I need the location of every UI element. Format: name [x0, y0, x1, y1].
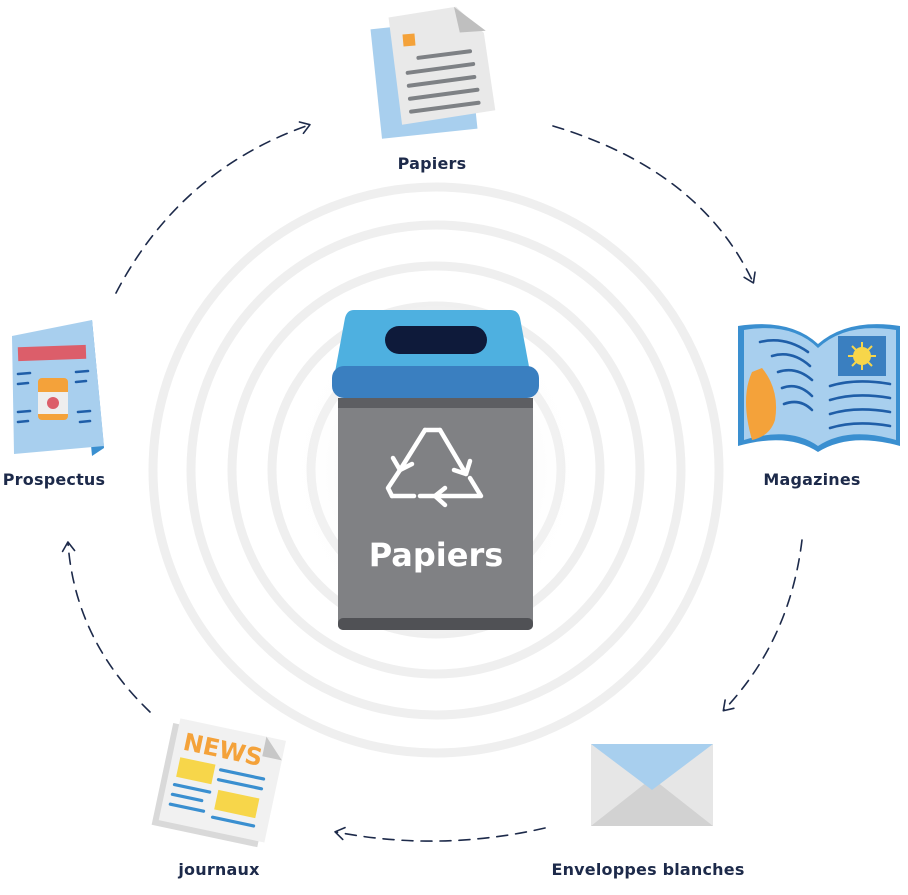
- paper-document-icon: [370, 6, 496, 139]
- bin-slot: [385, 326, 487, 354]
- arrow-journaux-to-prospectus: [61, 541, 151, 713]
- newspaper-icon: NEWS: [151, 718, 287, 848]
- label-magazines: Magazines: [763, 470, 861, 489]
- arrow-papiers-to-magazines: [552, 125, 756, 284]
- bin-body-bottom-band: [338, 618, 533, 630]
- label-papiers: Papiers: [397, 154, 467, 173]
- bin-body: [338, 398, 533, 630]
- magazine-icon: [738, 324, 900, 452]
- label-prospectus: Prospectus: [2, 470, 106, 489]
- bin-body-top-band: [338, 398, 533, 408]
- recycling-bin: Papiers: [332, 310, 539, 630]
- arrow-prospectus-to-papiers: [115, 121, 311, 294]
- arrow-enveloppes-to-journaux: [334, 826, 546, 842]
- bin-rim: [332, 366, 539, 398]
- label-enveloppes-blanches: Enveloppes blanches: [551, 860, 745, 879]
- bin-label: Papiers: [369, 536, 504, 574]
- label-journaux: journaux: [178, 860, 260, 879]
- arrow-magazines-to-enveloppes: [722, 539, 803, 712]
- flyer-icon: [12, 320, 104, 456]
- envelope-icon: [591, 744, 713, 826]
- cycle-arrows: [61, 121, 803, 842]
- recycle-icon: [385, 427, 484, 508]
